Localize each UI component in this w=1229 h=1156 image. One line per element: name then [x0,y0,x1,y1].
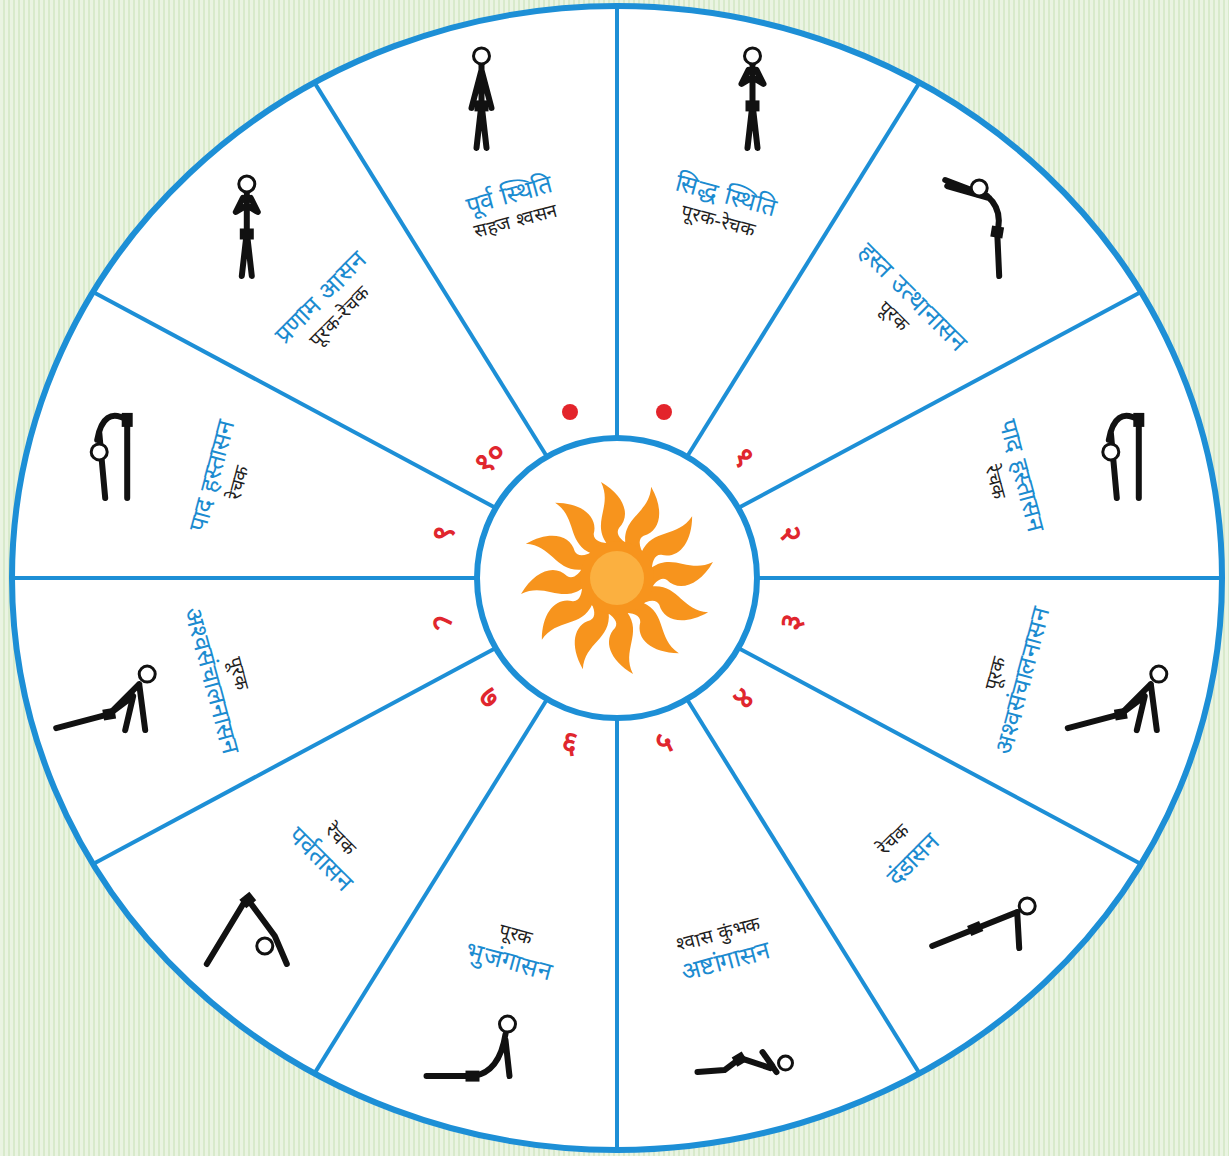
pose-figure [698,1052,793,1072]
pose-figure [236,176,258,276]
wheel-sector: पूर्व स्थितिसहज श्वसन [458,165,566,247]
pose-figure [945,180,1003,276]
inner-circle [477,438,757,718]
pose-figure [91,413,127,498]
step-number: ४ [728,682,761,715]
pose-figure [742,48,764,148]
step-number: ७ [474,682,507,715]
pose-figure [427,1016,516,1076]
pose-figure [472,48,492,148]
wheel-sector: प्रणाम आसनपूरक-रेचक [264,240,395,371]
step-number: ५ [652,726,675,759]
pose-figure [932,898,1035,948]
pose-figure [1068,666,1167,730]
pose-figure [207,896,287,964]
wheel-sector: भुजंगासनपूरक [458,909,566,991]
sun-symbol [521,482,713,674]
outer-wheel [12,6,1222,1150]
pose-name: हस्त उत्थानासन [852,236,974,358]
wheel-sector: हस्त उत्थानासनपूरक [831,232,978,379]
wheel-sector: दंडासनरेचक [859,804,951,896]
wheel-sector: अश्वसंचालनासनपूरक [961,593,1059,762]
step-number: ३ [774,610,807,633]
step-number: २ [774,522,807,545]
wheel-sector: पाद हस्तासनरेचक [966,411,1055,545]
sector-lines [12,6,1222,1150]
step-number: १ [728,442,761,475]
start-dot [656,404,672,420]
step-number: १० [468,436,512,480]
wheel-sector: पाद हस्तासनरेचक [179,411,268,545]
step-number: ८ [427,610,460,633]
start-dot [562,404,578,420]
step-number: ९ [427,522,460,545]
wheel-sector: सिद्ध स्थितिपूरक-रेचक [661,163,783,249]
pose-figure [56,666,155,730]
wheel-sector: अष्टांगासनश्वास कुंभक [667,909,778,992]
step-number: ६ [559,726,582,759]
wheel-sector: पर्वतासनरेचक [277,799,380,902]
pose-figure [1103,413,1139,498]
wheel-sector: अश्वसंचालनासनपूरक [175,593,273,762]
